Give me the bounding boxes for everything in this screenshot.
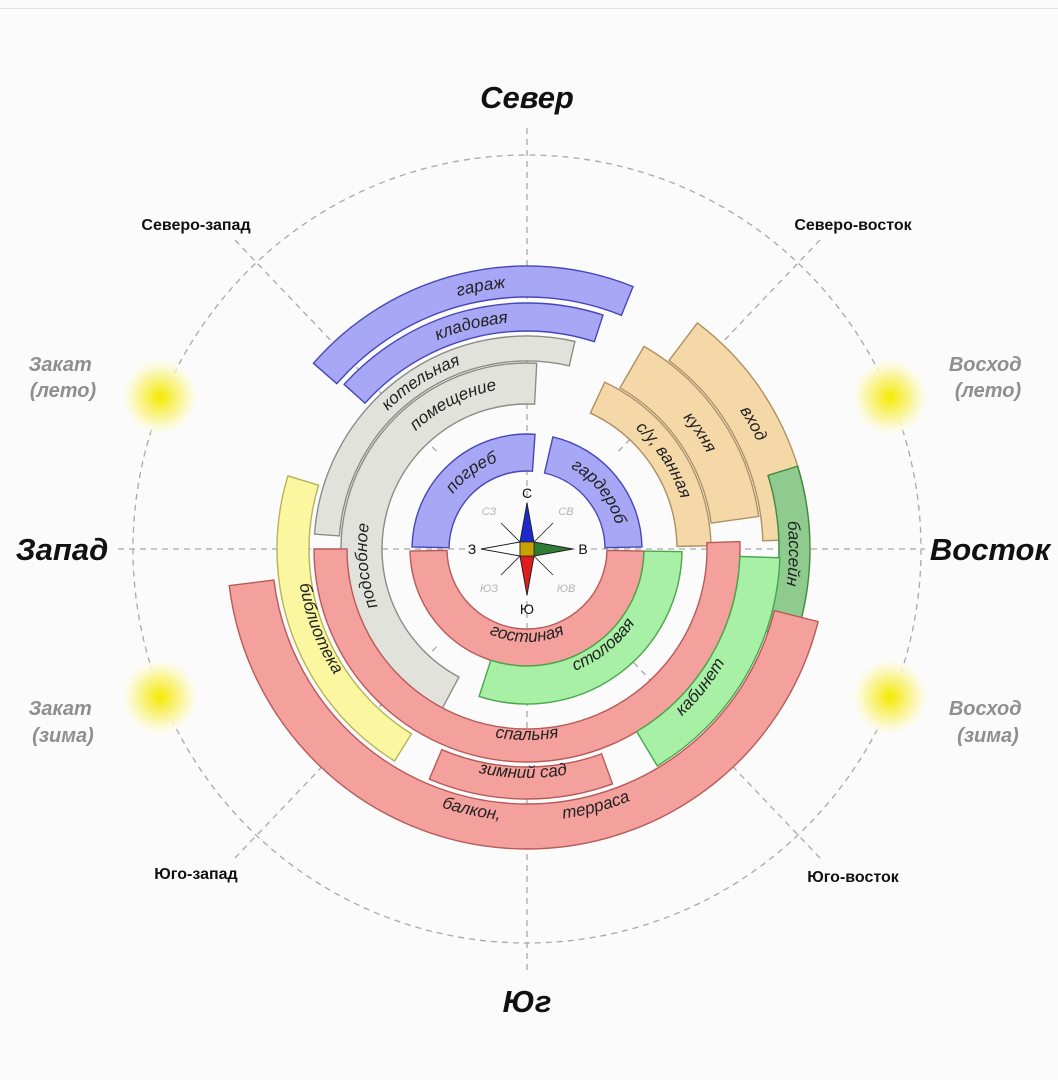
room-band-dining-room [478,550,683,705]
sun-label-sunset-summer: Закат (лето) [29,354,98,402]
direction-southwest: Юго-запад [154,866,237,883]
top-divider [0,8,1058,9]
room-band-library [276,475,413,762]
room-band-garage [312,265,634,385]
compass-point-south [519,555,535,596]
compass-label-n: С [522,485,532,501]
room-band-kitchen [619,345,760,524]
sun-icon-sunrise-winter [853,660,927,734]
sun-label-sunrise-summer: Восход (лето) [949,354,1027,402]
room-band-storage [343,302,604,405]
compass-label-ne: СВ [558,506,573,518]
direction-west: Запад [16,532,109,567]
room-band-cellar [411,433,536,549]
room-band-boiler-room [313,335,576,537]
direction-southeast: Юго-восток [807,869,900,886]
compass-hub [519,541,535,557]
compass-label-w: З [468,541,476,557]
compass-point-west [480,541,521,557]
room-band-balcony-terrace [228,579,819,850]
room-label-bedroom: спальня [494,723,559,744]
sun-label-sunrise-winter: Восход (зима) [949,698,1027,747]
room-band-winter-garden [428,748,614,800]
sun-icon-sunrise-summer [853,360,927,434]
direction-north: Север [480,80,574,115]
compass-label-s: Ю [520,601,534,617]
compass-label-sw: ЮЗ [480,583,498,595]
room-band-study [635,555,781,767]
sun-label-sunset-winter: Закат (зима) [29,698,98,747]
compass-label-se: ЮВ [557,583,576,595]
compass-point-east [533,541,574,557]
room-bands [228,265,819,850]
direction-south: Юг [503,984,552,1019]
compass-rose-icon: С Ю З В СЗ СВ ЮЗ ЮВ [468,485,588,617]
room-band-wardrobe [543,436,643,549]
compass-label-nw: СЗ [482,506,497,518]
direction-east: Восток [930,532,1052,567]
direction-northwest: Северо-запад [141,217,250,234]
compass-label-e: В [578,541,587,557]
direction-northeast: Северо-восток [794,217,912,234]
sun-icon-sunset-winter [123,660,197,734]
room-label-pool: бассейн [782,520,804,588]
compass-point-north [519,502,535,543]
sun-icon-sunset-summer [123,360,197,434]
